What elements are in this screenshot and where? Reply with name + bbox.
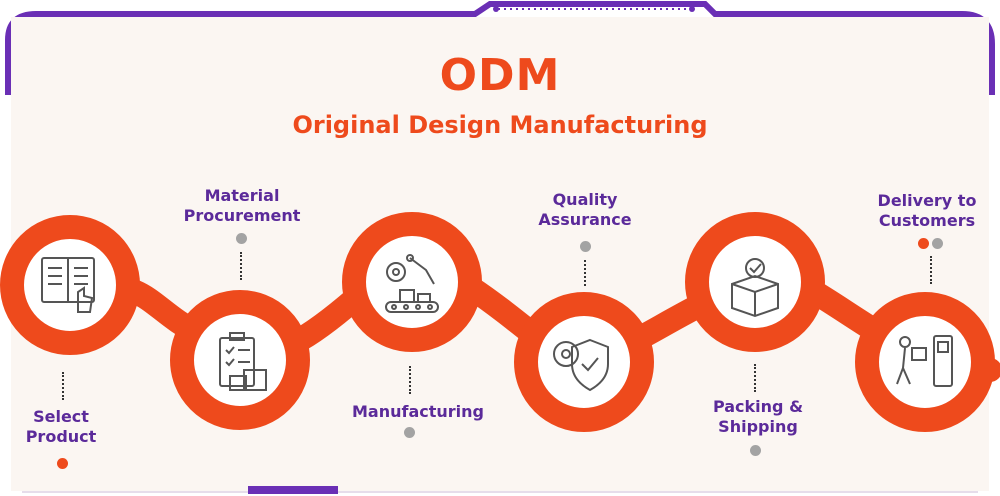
- step-label-manufacturing: Manufacturing: [352, 402, 484, 421]
- connector-dots: [62, 372, 67, 400]
- page-subtitle: Original Design Manufacturing: [292, 111, 708, 139]
- step-label-material-procurement: Material Procurement: [183, 186, 301, 225]
- connector-dots: [240, 252, 245, 280]
- step-marker: [580, 241, 591, 252]
- catalog-selection-icon: [41, 257, 95, 313]
- connector-dots: [930, 256, 935, 284]
- courier-delivery-icon: [896, 335, 953, 387]
- step-label-packing-shipping: Packing & Shipping: [712, 397, 804, 436]
- step-marker: [918, 238, 929, 249]
- step-marker: [404, 427, 415, 438]
- step-label-select-product: Select Product: [25, 407, 97, 446]
- step-label-delivery-to-customers: Delivery to Customers: [877, 191, 977, 230]
- gear-shield-check-icon: [553, 338, 609, 392]
- connector-dots: [584, 260, 589, 286]
- step-marker: [932, 238, 943, 249]
- robot-arm-conveyor-icon: [385, 254, 439, 313]
- step-label-quality-assurance: Quality Assurance: [538, 190, 632, 229]
- connector-dots: [409, 366, 414, 394]
- clipboard-boxes-icon: [219, 332, 267, 391]
- step-marker: [750, 445, 761, 456]
- step-marker: [236, 233, 247, 244]
- page-title: ODM: [439, 50, 561, 101]
- step-marker: [57, 458, 68, 469]
- box-check-icon: [731, 258, 779, 318]
- connector-dots: [754, 364, 759, 392]
